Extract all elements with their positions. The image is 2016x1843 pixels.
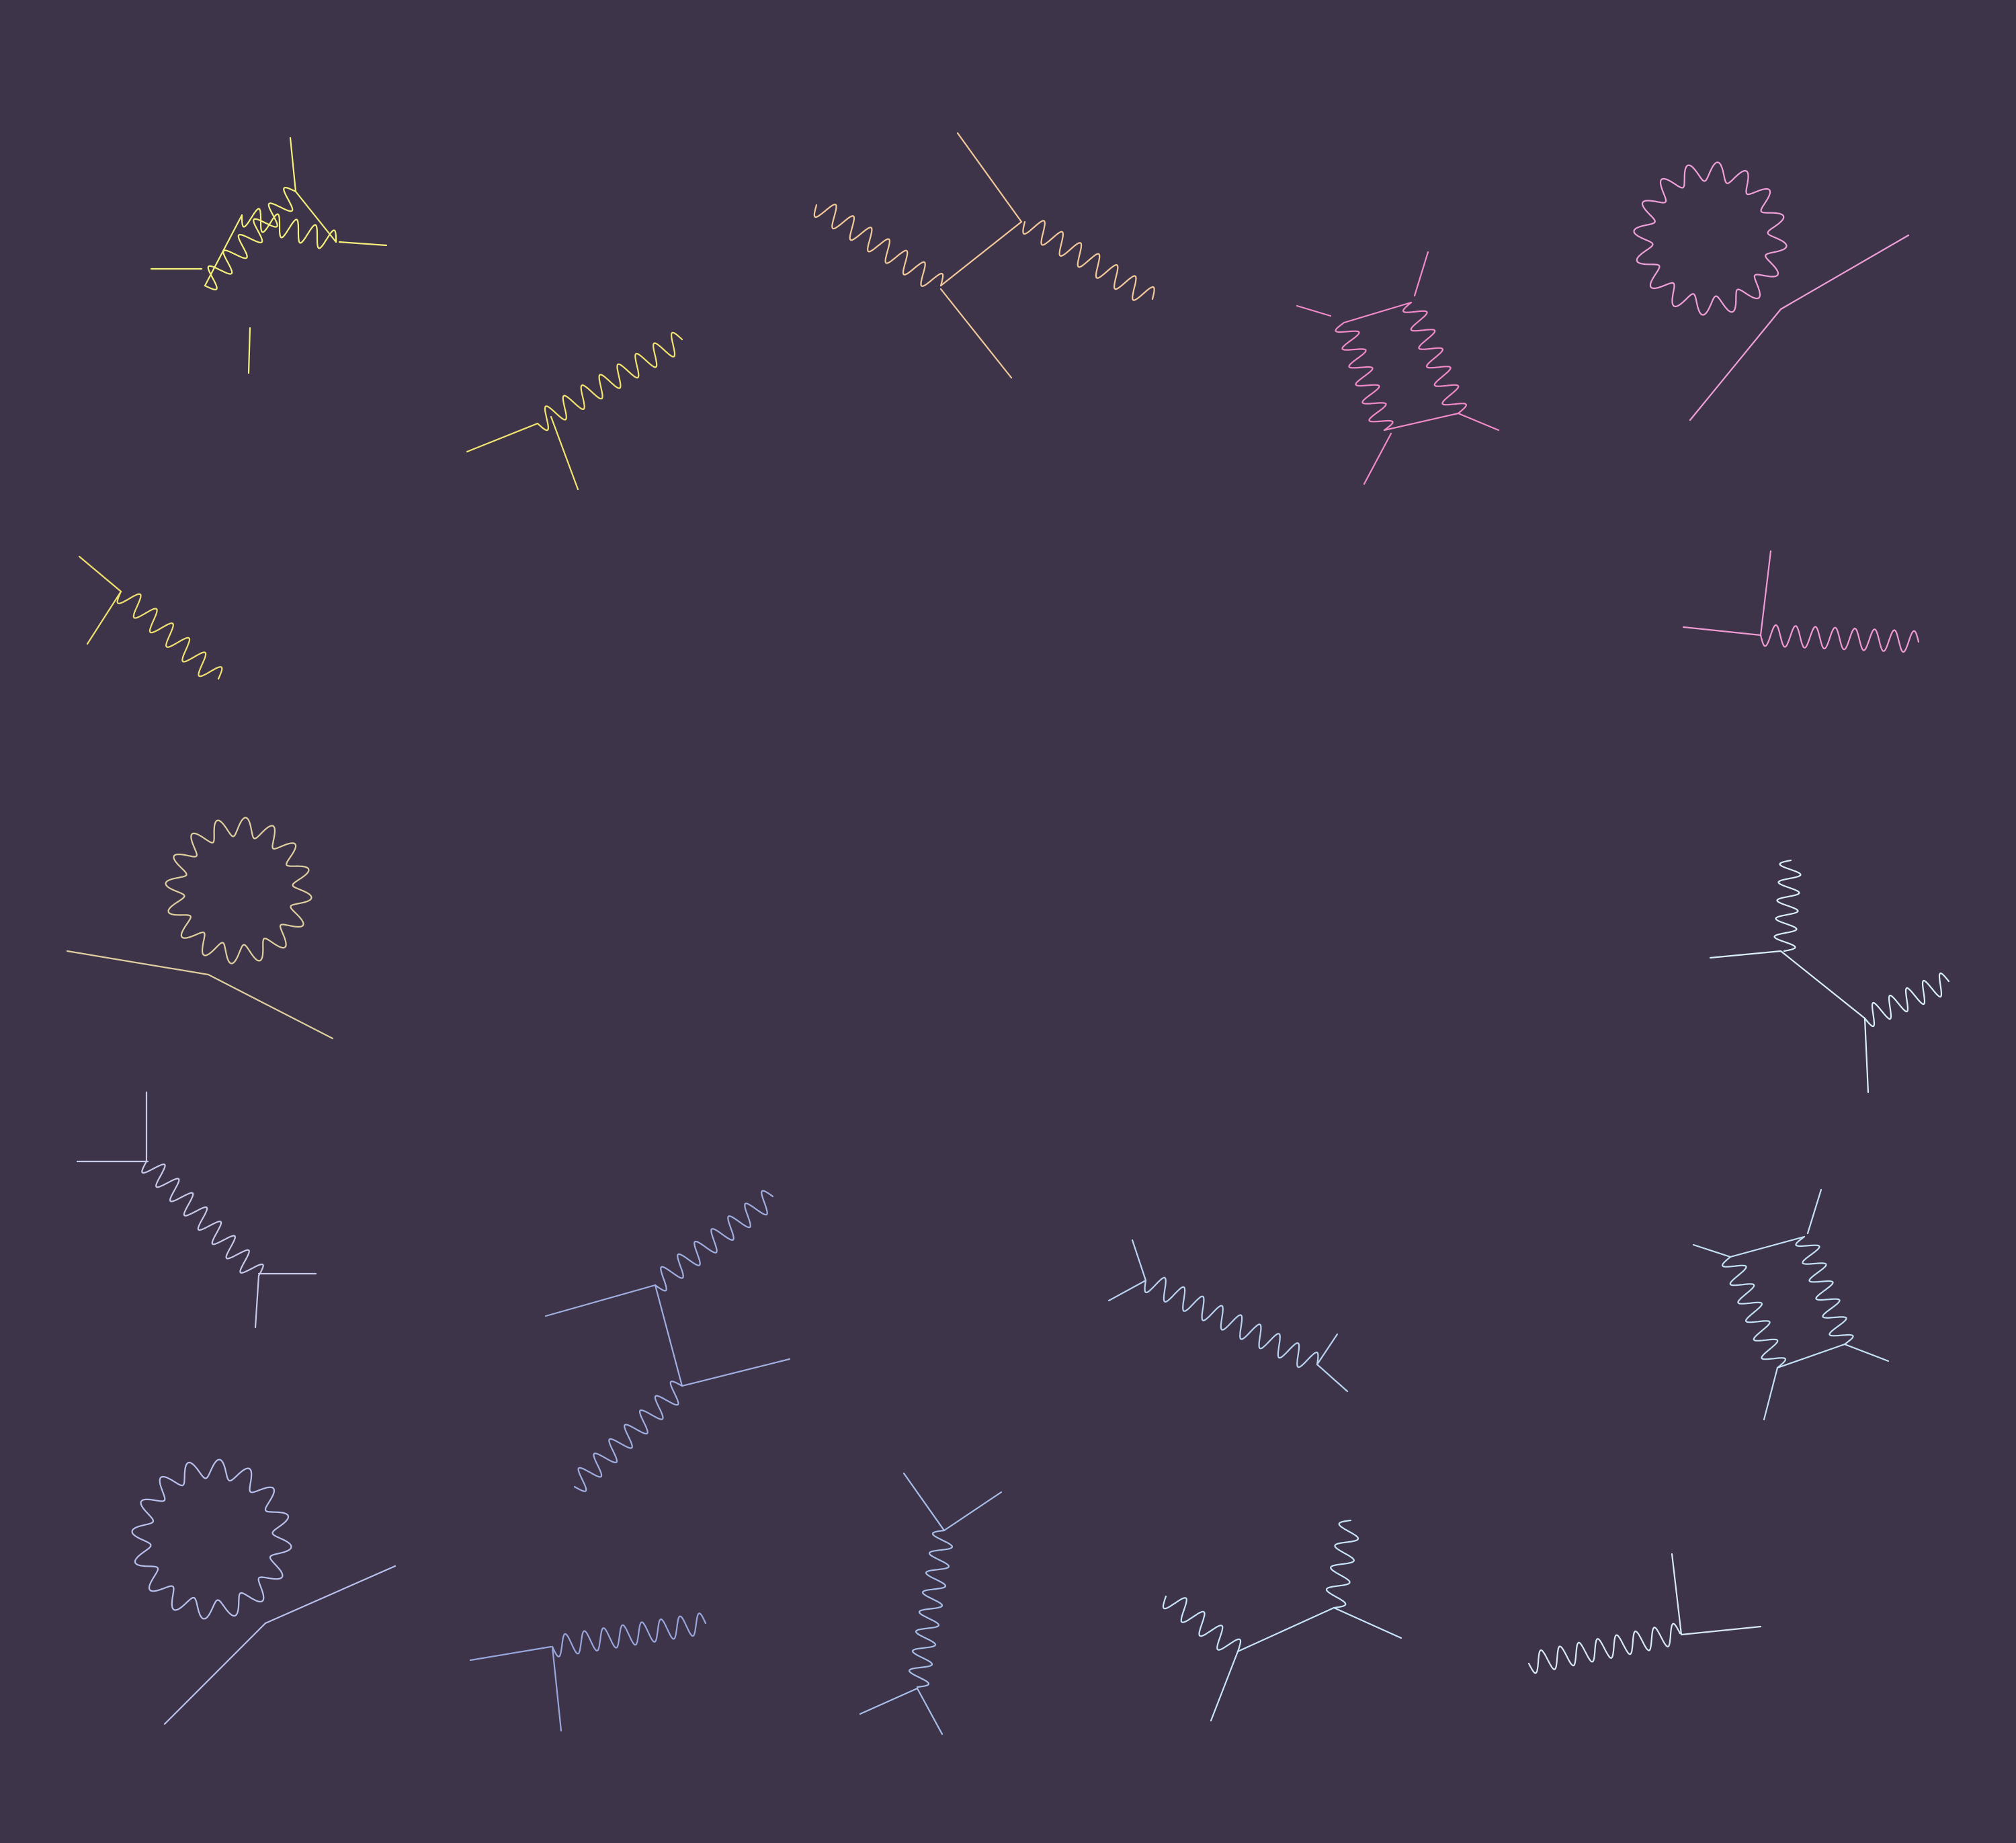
fermion-line [958, 133, 1021, 222]
fermion-line [1132, 1240, 1146, 1280]
vertex-diagram-iceblue [1710, 860, 1949, 1092]
fermion-line [546, 1285, 655, 1316]
photon-line [655, 1191, 773, 1291]
vertex-diagram-pink [1683, 551, 1919, 652]
fermion-line [1693, 1245, 1730, 1257]
photon-line [1529, 1624, 1680, 1674]
fermion-line [1781, 951, 1865, 1018]
vertex-diagram-yellow-small [79, 557, 222, 679]
fermion-line [1764, 1368, 1777, 1420]
t-channel-diagram-iceblue [1163, 1520, 1401, 1721]
fermion-line [1364, 434, 1391, 484]
t-channel-diagram-periwinkle [546, 1191, 790, 1491]
photon-loop [132, 1460, 292, 1619]
photon-line [575, 1381, 682, 1491]
fermion-line [1761, 551, 1771, 635]
fermion-line [1109, 1280, 1146, 1301]
fermion-line [941, 222, 1021, 286]
photon-line [1163, 1596, 1241, 1651]
fermion-line [208, 975, 333, 1038]
fermion-line [470, 1647, 551, 1660]
fermion-line [87, 591, 121, 644]
photon-line [814, 204, 943, 286]
loop-diagram-beige [67, 818, 333, 1039]
fermion-line [1845, 1344, 1888, 1361]
photon-loop [1634, 163, 1787, 315]
vertex-diagram-yellow [467, 333, 682, 489]
fermion-line [1865, 1018, 1868, 1092]
photon-line [1722, 1257, 1786, 1368]
fermion-line [165, 1623, 265, 1724]
photon-loop [166, 818, 312, 964]
fermion-line [1710, 951, 1781, 958]
photon-line [1023, 220, 1154, 300]
fermion-line [265, 1566, 395, 1623]
fermion-line [904, 1473, 944, 1530]
photon-line [1403, 302, 1466, 413]
photon-line [1775, 860, 1801, 951]
fermion-line [1458, 413, 1499, 430]
fermion-line [1297, 306, 1331, 316]
vertex-diagram-blue [470, 1613, 706, 1731]
fermion-line [655, 1285, 682, 1386]
fermion-line [1777, 1344, 1845, 1368]
box-diagram-lightblue [1693, 1190, 1888, 1420]
fermion-line [1781, 235, 1908, 309]
fermion-line [1681, 1627, 1761, 1635]
t-channel-diagram-pale [1529, 1554, 1761, 1673]
fermion-line [1384, 413, 1458, 430]
fermion-line [467, 423, 538, 452]
fermion-line [290, 138, 296, 192]
fermion-line [339, 242, 386, 245]
box-diagram-yellow [151, 138, 386, 373]
fermion-line [944, 1492, 1001, 1530]
fermion-line [1317, 1364, 1347, 1391]
fermion-line [1683, 627, 1761, 635]
fermion-line [296, 192, 336, 242]
fermion-line [552, 1647, 561, 1731]
fermion-line [1334, 1608, 1401, 1638]
fermion-line [67, 951, 208, 975]
photon-line [552, 1613, 706, 1656]
photon-line [1327, 1520, 1358, 1608]
photon-line [205, 188, 296, 290]
photon-line [1761, 625, 1919, 652]
s-channel-diagram-blue [860, 1473, 1001, 1734]
loop-diagram-lavender [132, 1460, 395, 1724]
fermion-line [1317, 1334, 1337, 1364]
fermion-line [249, 328, 250, 373]
fermion-line [1730, 1237, 1804, 1257]
photon-line [118, 591, 222, 679]
fermion-line [79, 557, 121, 591]
photon-line [1336, 323, 1393, 430]
fermion-line [941, 289, 1011, 378]
t-channel-diagram-lavender [77, 1092, 316, 1327]
loop-diagram-pink [1634, 163, 1909, 421]
fermion-line [1690, 309, 1781, 420]
photon-line [142, 1161, 263, 1276]
s-channel-diagram-lightblue [1109, 1240, 1347, 1391]
fermion-line [917, 1688, 942, 1734]
fermion-line [255, 1276, 259, 1327]
fermion-line [1808, 1190, 1821, 1233]
fermion-line [1211, 1651, 1238, 1721]
photon-line [538, 333, 682, 430]
photon-line [909, 1530, 952, 1687]
box-diagram-pink [1297, 252, 1499, 484]
fermion-line [1238, 1608, 1334, 1651]
fermion-line [1344, 302, 1411, 323]
fermion-line [551, 417, 578, 489]
fermion-line [682, 1359, 790, 1386]
fermion-line [860, 1688, 917, 1714]
photon-line [1145, 1278, 1318, 1367]
t-channel-diagram-peach [814, 133, 1154, 378]
fermion-line [1672, 1554, 1681, 1635]
photon-line [1796, 1237, 1853, 1344]
photon-line [1865, 973, 1949, 1026]
fermion-line [1415, 252, 1428, 296]
